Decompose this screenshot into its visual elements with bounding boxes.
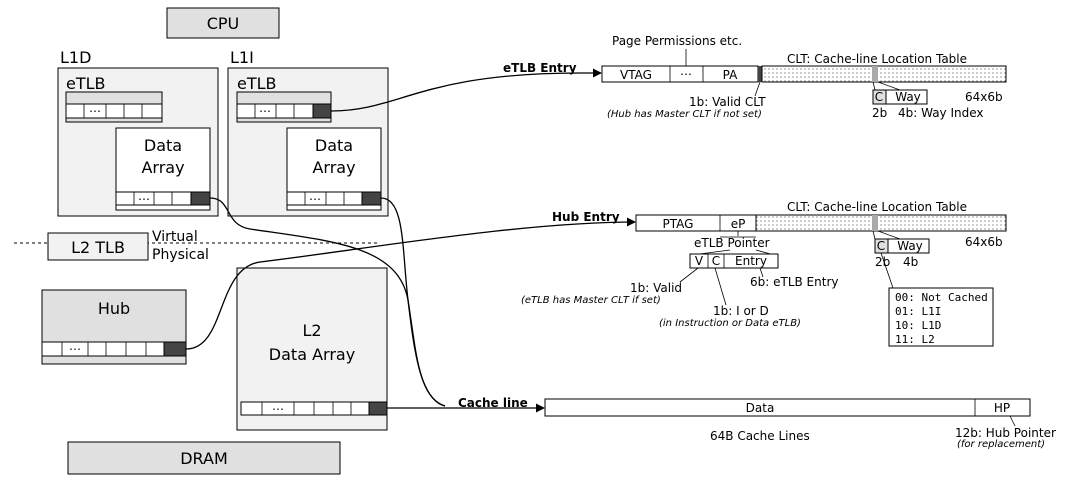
- svg-text:C: C: [712, 254, 720, 268]
- svg-text:V: V: [695, 254, 704, 268]
- svg-text:64B Cache Lines: 64B Cache Lines: [710, 429, 810, 443]
- svg-text:VTAG: VTAG: [620, 68, 652, 82]
- svg-text:PA: PA: [723, 68, 738, 82]
- svg-text:C: C: [875, 90, 883, 104]
- svg-text:(Hub has Master CLT if not set: (Hub has Master CLT if not set): [607, 109, 762, 120]
- svg-text:1b: Valid: 1b: Valid: [630, 281, 682, 295]
- svg-text:Hub Entry: Hub Entry: [552, 210, 620, 224]
- etlb-to-etlb-entry-arrow: [330, 68, 602, 112]
- l1i-etlb-array: ⋯: [236, 91, 332, 123]
- svg-text:⋯: ⋯: [259, 104, 271, 118]
- svg-text:PTAG: PTAG: [663, 217, 694, 231]
- svg-text:Data: Data: [315, 136, 353, 155]
- svg-text:Hub: Hub: [98, 299, 130, 318]
- svg-text:⋯: ⋯: [138, 192, 150, 206]
- svg-text:CPU: CPU: [207, 14, 240, 33]
- l2-data-array: L2 Data Array ⋯: [236, 267, 388, 431]
- svg-text:Page Permissions etc.: Page Permissions etc.: [612, 34, 742, 48]
- svg-text:11: L2: 11: L2: [895, 333, 935, 346]
- l1d-etlb-array: ⋯: [65, 91, 163, 123]
- svg-text:⋯: ⋯: [309, 192, 321, 206]
- l2-tlb-block: L2 TLB: [47, 232, 149, 261]
- l1d-cache: L1D eTLB ⋯ Data Array ⋯: [57, 48, 219, 217]
- virtual-label: Virtual: [152, 229, 198, 245]
- svg-text:Array: Array: [141, 158, 184, 177]
- physical-label: Physical: [152, 247, 209, 263]
- svg-text:(eTLB has Master CLT if set): (eTLB has Master CLT if set): [521, 295, 661, 306]
- l1i-array-to-cache-line-wire: [380, 197, 446, 407]
- svg-text:Data Array: Data Array: [269, 345, 355, 364]
- svg-text:Data: Data: [144, 136, 182, 155]
- svg-text:Cache line: Cache line: [458, 396, 528, 410]
- svg-text:2b: 2b: [875, 255, 890, 269]
- svg-text:CLT: Cache-line Location Table: CLT: Cache-line Location Table: [787, 200, 967, 214]
- hub-to-hub-entry-arrow: [185, 217, 636, 350]
- svg-text:Data: Data: [746, 401, 775, 415]
- svg-text:CLT: Cache-line Location Table: CLT: Cache-line Location Table: [787, 52, 967, 66]
- l1i-cache: L1I eTLB ⋯ Data Array ⋯: [227, 48, 389, 217]
- hub-block: Hub ⋯: [41, 289, 187, 365]
- hub-entry-format: Hub Entry PTAG eP CLT: Cache-line Locati…: [521, 200, 1007, 347]
- svg-text:Way: Way: [897, 239, 923, 253]
- svg-text:eTLB: eTLB: [237, 74, 277, 93]
- svg-text:1b: Valid CLT: 1b: Valid CLT: [689, 95, 766, 109]
- dram-block: DRAM: [67, 441, 341, 475]
- cache-line-format: Cache line Data HP 64B Cache Lines 12b: …: [458, 396, 1056, 450]
- svg-text:64x6b: 64x6b: [965, 90, 1003, 104]
- svg-text:00: Not Cached: 00: Not Cached: [895, 291, 988, 304]
- svg-text:10: L1D: 10: L1D: [895, 319, 941, 332]
- svg-text:⋯: ⋯: [69, 342, 81, 356]
- svg-text:(for replacement): (for replacement): [957, 439, 1045, 450]
- svg-text:Array: Array: [312, 158, 355, 177]
- svg-text:eTLB Pointer: eTLB Pointer: [694, 236, 770, 250]
- svg-text:01: L1I: 01: L1I: [895, 305, 941, 318]
- svg-text:⋯: ⋯: [89, 104, 101, 118]
- svg-text:eTLB: eTLB: [66, 74, 106, 93]
- svg-text:6b: eTLB Entry: 6b: eTLB Entry: [750, 275, 838, 289]
- svg-text:L1I: L1I: [230, 48, 254, 67]
- svg-text:⋯: ⋯: [680, 67, 692, 81]
- svg-text:⋯: ⋯: [272, 402, 284, 416]
- svg-text:Way: Way: [895, 90, 921, 104]
- svg-text:DRAM: DRAM: [180, 449, 228, 468]
- svg-text:4b: Way Index: 4b: Way Index: [898, 106, 984, 120]
- svg-text:(in Instruction or Data eTLB): (in Instruction or Data eTLB): [659, 318, 801, 329]
- svg-text:2b: 2b: [872, 106, 887, 120]
- svg-text:Entry: Entry: [735, 254, 767, 268]
- svg-text:HP: HP: [994, 401, 1010, 415]
- svg-text:L2: L2: [302, 321, 321, 340]
- etlb-entry-format: eTLB Entry Page Permissions etc. VTAG ⋯ …: [503, 34, 1007, 120]
- l1i-data-array: Data Array ⋯: [286, 127, 382, 211]
- l1d-data-array: Data Array ⋯: [115, 127, 211, 211]
- svg-text:L1D: L1D: [60, 48, 91, 67]
- svg-text:12b: Hub Pointer: 12b: Hub Pointer: [955, 426, 1056, 440]
- svg-text:64x6b: 64x6b: [965, 235, 1003, 249]
- svg-text:eTLB Entry: eTLB Entry: [503, 61, 577, 75]
- svg-text:eP: eP: [731, 217, 746, 231]
- svg-text:C: C: [877, 239, 885, 253]
- svg-text:L2 TLB: L2 TLB: [71, 238, 125, 257]
- svg-text:4b: 4b: [903, 255, 918, 269]
- cpu-block: CPU: [166, 7, 280, 39]
- svg-text:1b: I or D: 1b: I or D: [713, 304, 769, 318]
